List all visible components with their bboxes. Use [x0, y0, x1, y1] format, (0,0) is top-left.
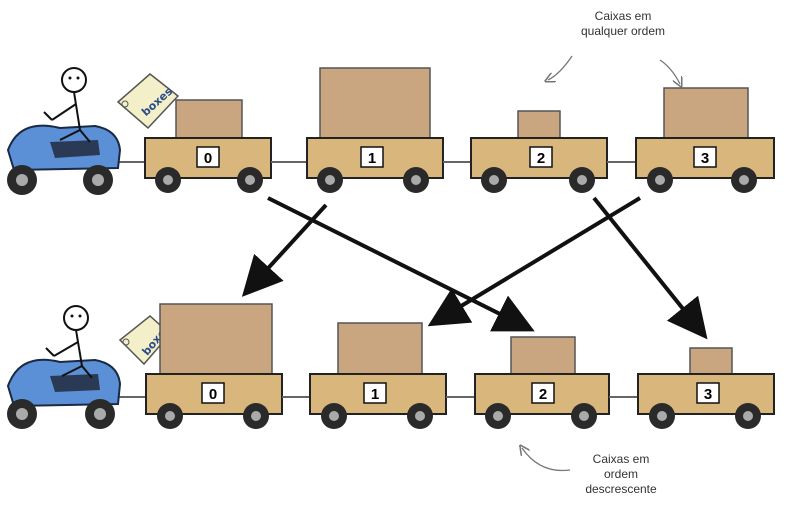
wagon-2: 2: [470, 110, 608, 193]
arrow-2-to-3: [592, 196, 708, 340]
wagon-3: 3: [635, 87, 775, 193]
box: [510, 336, 576, 375]
annotation-line: ordem: [603, 467, 638, 481]
box: [159, 303, 273, 375]
box: [689, 347, 733, 375]
index-label: 2: [539, 386, 547, 403]
index-label: 1: [371, 386, 379, 403]
wagon-1: 1: [309, 322, 447, 429]
arrow-0-to-2: [267, 196, 535, 332]
go-kart-driver-icon: [6, 67, 150, 195]
boxes-tag-icon: boxes: [116, 73, 180, 130]
box: [319, 67, 431, 139]
arrow-3-to-1: [427, 196, 642, 327]
wagon-1: 1: [306, 67, 444, 193]
annotation-line: qualquer ordem: [580, 24, 666, 38]
bottom-train: boxes 0 1 2: [6, 303, 775, 429]
mapping-arrows: [241, 196, 708, 340]
wagon-2: 2: [474, 336, 610, 429]
pointer-arrow-icon: [548, 55, 573, 80]
index-label: 3: [701, 150, 709, 167]
top-train: boxes 0 1 2: [6, 67, 775, 195]
go-kart-driver-icon: [6, 305, 148, 429]
wagon-0: 0: [144, 99, 272, 193]
index-label: 0: [209, 386, 217, 403]
arrow-1-to-0: [241, 203, 328, 297]
box: [337, 322, 423, 375]
box: [663, 87, 749, 139]
annotation-descending: Caixas em ordem descrescente: [566, 452, 676, 497]
annotation-line: Caixas em: [594, 9, 652, 23]
index-label: 2: [537, 150, 545, 167]
box: [175, 99, 243, 139]
annotation-unordered: Caixas em qualquer ordem: [558, 9, 688, 39]
pointer-arrow-icon: [659, 59, 680, 84]
annotation-line: descrescente: [585, 482, 657, 496]
box: [517, 110, 561, 139]
pointer-arrow-icon: [522, 448, 571, 472]
annotation-line: Caixas em: [592, 452, 650, 466]
wagon-0: 0: [145, 303, 283, 429]
index-label: 0: [204, 150, 212, 167]
wagon-3: 3: [637, 347, 775, 429]
index-label: 1: [368, 150, 376, 167]
index-label: 3: [704, 386, 712, 403]
